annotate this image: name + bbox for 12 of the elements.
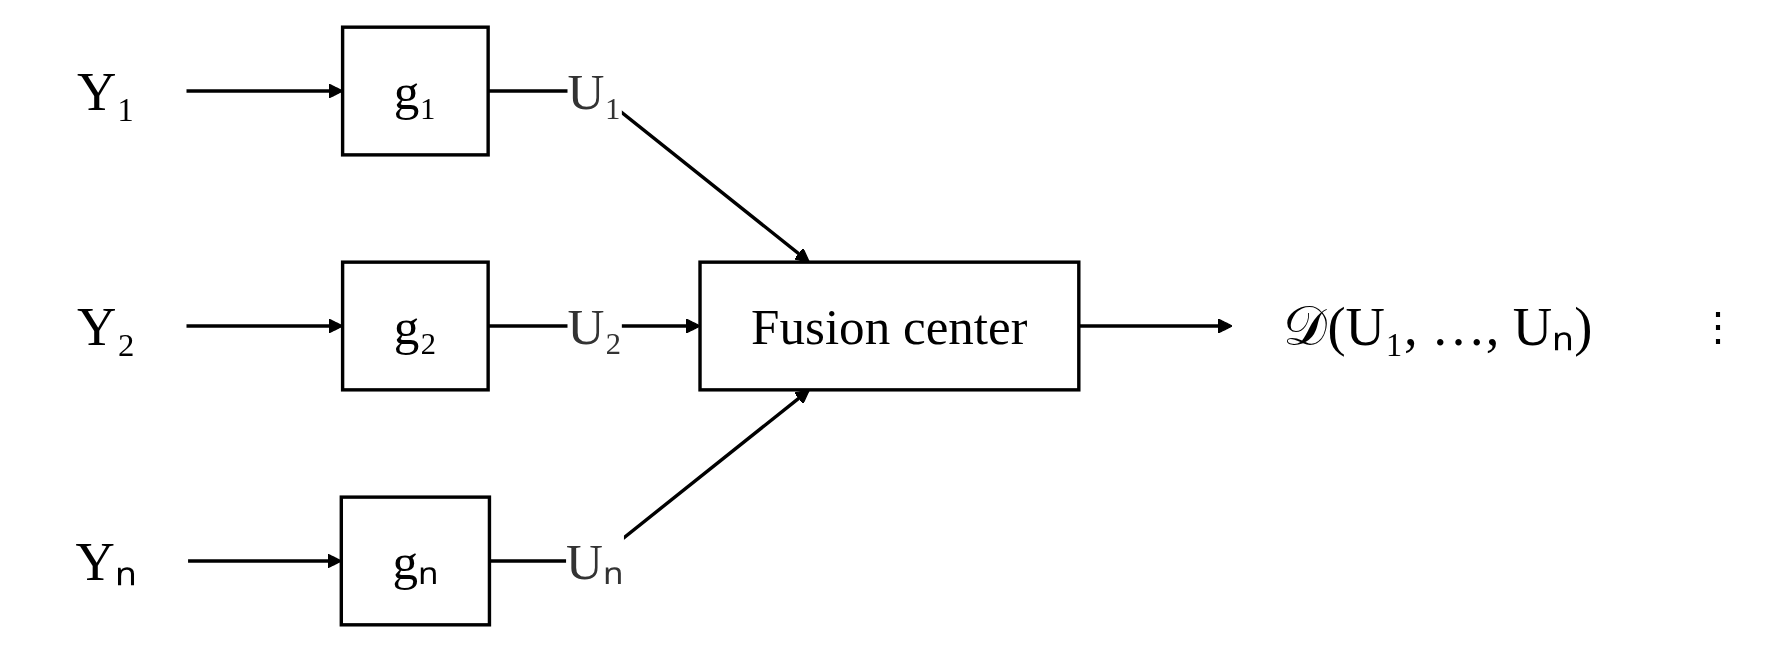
node-box: Fusion center: [698, 260, 1081, 392]
node-text: Y₂: [77, 295, 136, 357]
node-text: Y₁: [77, 60, 136, 122]
edge-label: U₁: [567, 62, 623, 120]
node-box: g₁: [340, 25, 490, 157]
node-box: g₂: [340, 260, 490, 392]
edge-label: U₂: [567, 297, 623, 355]
node-box: gₙ: [339, 495, 492, 627]
node-text: Yₙ: [75, 530, 137, 592]
edge-label: Uₙ: [566, 532, 624, 590]
node-text: 𝒟(U₁, …, Uₙ): [1283, 295, 1593, 357]
ellipsis-dots: ⋮: [1697, 302, 1739, 350]
